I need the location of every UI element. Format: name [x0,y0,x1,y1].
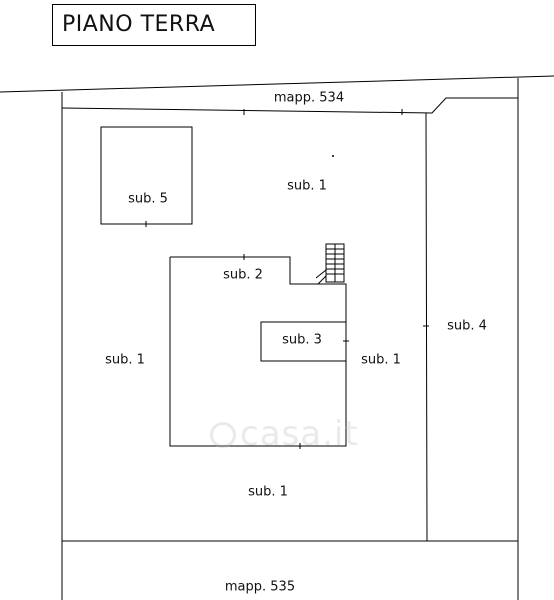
label-sub-3: sub. 3 [282,332,322,348]
watermark-logo-icon [210,422,236,448]
sub-5-room [100,126,193,225]
top-reference-line [0,75,554,93]
sub-4-left-edge [425,112,428,542]
watermark: casa.it [210,414,359,454]
label-sub-5: sub. 5 [128,191,168,207]
label-sub-2: sub. 2 [223,267,263,283]
stair-icon [315,243,345,285]
plan-title: PIANO TERRA [52,4,256,46]
mapp-534-boundary [61,97,518,114]
label-mapp-535: mapp. 535 [224,579,296,595]
boundary-ticks [145,109,429,449]
label-sub-1-left: sub. 1 [105,352,145,368]
watermark-text: casa.it [240,414,359,454]
label-sub-1-top: sub. 1 [287,178,327,194]
sub-2-building [169,256,347,447]
label-sub-1-bottom: sub. 1 [248,484,288,500]
survey-dot [332,155,334,157]
label-sub-4: sub. 4 [447,318,487,334]
label-mapp-534: mapp. 534 [273,90,345,106]
label-sub-1-right: sub. 1 [361,352,401,368]
